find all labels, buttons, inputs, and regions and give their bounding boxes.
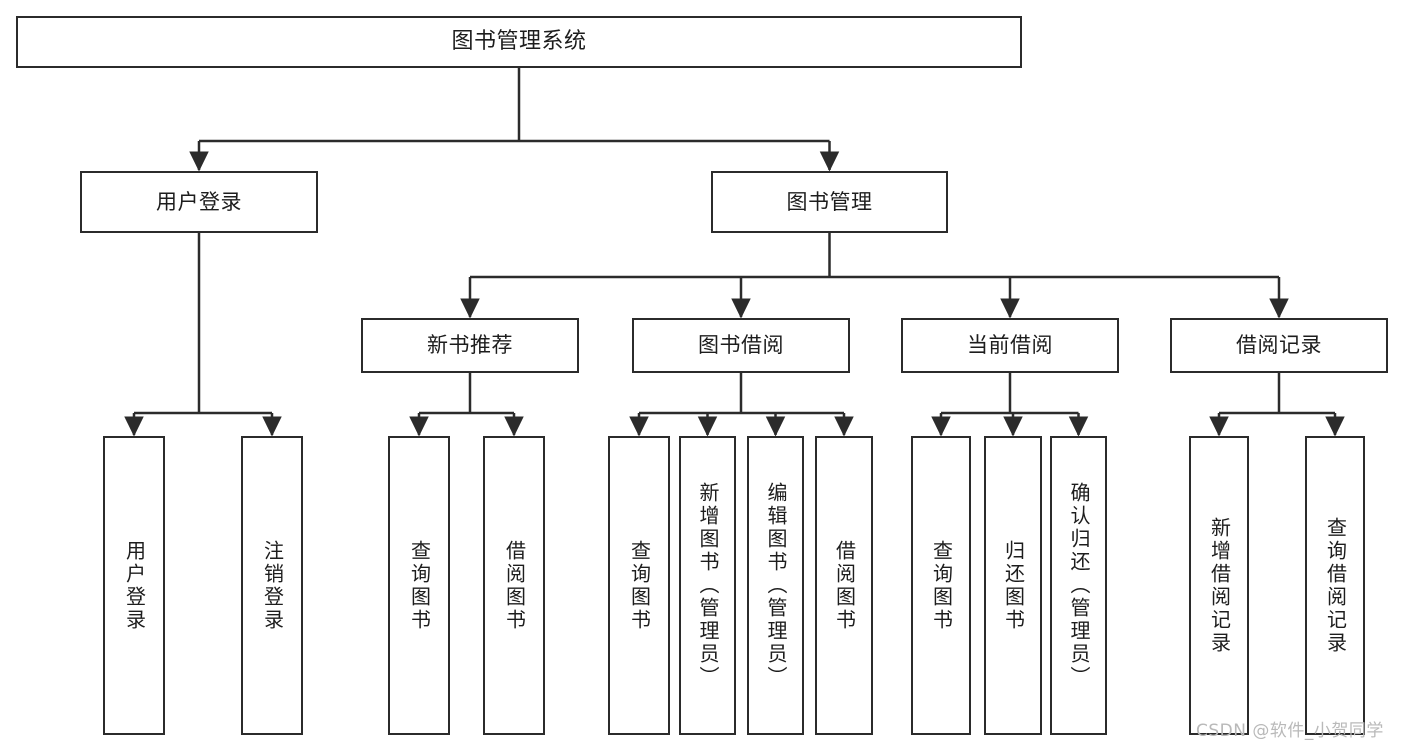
node-leaf-query-book-a[interactable]: 查询图书	[388, 436, 450, 735]
node-leaf-query-book-b[interactable]: 查询图书	[608, 436, 670, 735]
node-leaf-borrow-book-b[interactable]: 借阅图书	[815, 436, 873, 735]
node-book-borrow[interactable]: 图书借阅	[632, 318, 850, 373]
node-label: 查询图书	[627, 539, 652, 632]
node-user-login[interactable]: 用户登录	[80, 171, 318, 233]
node-borrow-record[interactable]: 借阅记录	[1170, 318, 1388, 373]
node-current-borrow[interactable]: 当前借阅	[901, 318, 1119, 373]
node-label: 借阅记录	[1236, 333, 1322, 358]
node-leaf-confirm-return[interactable]: 确认归还（管理员）	[1050, 436, 1107, 735]
node-label: 注销登录	[260, 539, 285, 632]
node-leaf-user-logout[interactable]: 注销登录	[241, 436, 303, 735]
node-book-manage[interactable]: 图书管理	[711, 171, 948, 233]
node-label: 查询借阅记录	[1323, 516, 1348, 655]
node-leaf-edit-book[interactable]: 编辑图书（管理员）	[747, 436, 804, 735]
connector-lines	[124, 68, 1345, 437]
node-leaf-query-book-c[interactable]: 查询图书	[911, 436, 971, 735]
node-label: 新书推荐	[427, 333, 513, 358]
node-leaf-return-book[interactable]: 归还图书	[984, 436, 1042, 735]
node-leaf-add-record[interactable]: 新增借阅记录	[1189, 436, 1249, 735]
node-label: 新增借阅记录	[1207, 516, 1232, 655]
node-leaf-query-record[interactable]: 查询借阅记录	[1305, 436, 1365, 735]
node-new-book-rec[interactable]: 新书推荐	[361, 318, 579, 373]
watermark-text: CSDN @软件_小贺同学	[1196, 721, 1384, 741]
node-label: 查询图书	[929, 539, 954, 632]
node-label: 当前借阅	[967, 333, 1053, 358]
node-label: 确认归还（管理员）	[1067, 482, 1091, 689]
node-root[interactable]: 图书管理系统	[16, 16, 1022, 68]
node-label: 图书管理	[786, 189, 873, 214]
node-label: 借阅图书	[832, 539, 857, 632]
node-leaf-borrow-book-a[interactable]: 借阅图书	[483, 436, 545, 735]
node-leaf-user-login[interactable]: 用户登录	[103, 436, 165, 735]
node-label: 用户登录	[122, 539, 147, 632]
node-label: 新增图书（管理员）	[696, 482, 720, 689]
node-label: 归还图书	[1001, 539, 1026, 632]
node-label: 借阅图书	[502, 539, 527, 632]
node-label: 用户登录	[156, 189, 242, 214]
node-label: 图书管理系统	[451, 29, 587, 55]
node-label: 编辑图书（管理员）	[764, 482, 788, 689]
node-leaf-add-book[interactable]: 新增图书（管理员）	[679, 436, 736, 735]
node-label: 查询图书	[407, 539, 432, 632]
node-label: 图书借阅	[698, 333, 784, 358]
